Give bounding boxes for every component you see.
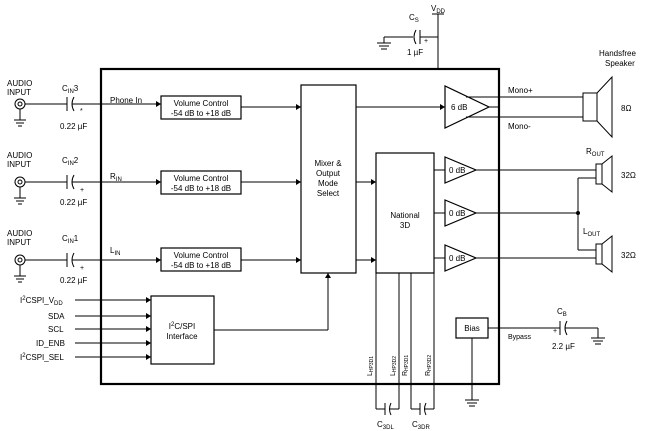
svg-text:SCL: SCL <box>48 325 64 334</box>
svg-text:RIN: RIN <box>110 172 122 183</box>
signal-phone-in: Phone In <box>110 96 142 105</box>
bias-block: Bias <box>455 317 489 339</box>
jack-icon <box>14 176 26 188</box>
i2c-pins: I2CSPI_VDD SDA SCL ID_ENB I2CSPI_SEL <box>20 296 151 362</box>
svg-text:3D: 3D <box>400 221 410 230</box>
headphone-l-icon <box>595 234 613 274</box>
svg-text:-54 dB to +18 dB: -54 dB to +18 dB <box>171 261 231 270</box>
svg-text:Bias: Bias <box>464 324 480 333</box>
svg-text:AUDIO: AUDIO <box>7 151 32 160</box>
svg-text:Volume Control: Volume Control <box>174 99 229 108</box>
svg-text:ROUT: ROUT <box>586 147 605 158</box>
svg-text:RHP3D2: RHP3D2 <box>425 355 433 376</box>
mono-minus-label: Mono- <box>508 122 531 131</box>
svg-text:CIN2: CIN2 <box>62 156 79 167</box>
jack-icon <box>14 98 26 110</box>
svg-text:AUDIO: AUDIO <box>7 229 32 238</box>
amp-mid: 0 dB <box>444 199 478 227</box>
volume-control-2: Volume Control -54 dB to +18 dB <box>160 170 242 195</box>
ground-icon <box>465 399 479 407</box>
input-lin: AUDIO INPUT CIN1 + 0.22 µF LIN <box>7 229 161 285</box>
svg-text:National: National <box>390 211 420 220</box>
svg-text:Mode: Mode <box>318 179 339 188</box>
svg-text:INPUT: INPUT <box>7 238 31 247</box>
svg-text:Mixer &: Mixer & <box>314 159 342 168</box>
svg-text:32Ω: 32Ω <box>621 171 636 180</box>
i2c-spi-interface: I2C/SPI Interface <box>150 295 215 365</box>
mono-amp: 6 dB <box>444 85 491 129</box>
svg-text:I2CSPI_SEL: I2CSPI_SEL <box>20 353 64 362</box>
input-rin: AUDIO INPUT CIN2 + 0.22 µF RIN <box>7 151 161 207</box>
mono-plus-label: Mono+ <box>508 86 533 95</box>
svg-text:0.22 µF: 0.22 µF <box>60 276 87 285</box>
svg-text:-54 dB to +18 dB: -54 dB to +18 dB <box>171 109 231 118</box>
input-phone: AUDIO INPUT CIN3 * 0.22 µF Phone In <box>7 79 161 131</box>
svg-text:INPUT: INPUT <box>7 88 31 97</box>
supply-section: VDD + CS 1 µF <box>377 4 446 69</box>
volume-control-3: Volume Control -54 dB to +18 dB <box>160 247 242 272</box>
svg-text:LHP3D2: LHP3D2 <box>390 356 398 376</box>
hp3d-pins: LHP3D1 LHP3D2 RHP3D1 RHP3D2 C3DL C3DR <box>367 273 435 431</box>
bypass-label: Bypass <box>508 334 531 341</box>
cs-value: 1 µF <box>407 48 423 57</box>
svg-text:RHP3D1: RHP3D1 <box>402 355 410 376</box>
svg-text:Interface: Interface <box>166 332 198 341</box>
svg-text:0.22 µF: 0.22 µF <box>60 198 87 207</box>
headphone-r-icon <box>595 154 613 194</box>
svg-text:Volume Control: Volume Control <box>174 251 229 260</box>
svg-text:32Ω: 32Ω <box>621 251 636 260</box>
svg-text:SDA: SDA <box>48 312 65 321</box>
cs-plus: + <box>424 38 428 45</box>
svg-text:AUDIO: AUDIO <box>7 79 32 88</box>
svg-text:Select: Select <box>317 189 340 198</box>
speaker-icon <box>582 75 613 139</box>
chip-outline <box>99 67 501 386</box>
svg-text:ID_ENB: ID_ENB <box>36 339 65 348</box>
svg-text:LIN: LIN <box>110 246 120 257</box>
jack-icon <box>14 254 26 266</box>
svg-text:LOUT: LOUT <box>583 227 600 238</box>
svg-text:+: + <box>80 187 84 194</box>
svg-text:I2CSPI_VDD: I2CSPI_VDD <box>20 296 63 307</box>
vdd-label: VDD <box>431 4 446 15</box>
svg-text:0 dB: 0 dB <box>449 254 465 263</box>
svg-text:+: + <box>80 265 84 272</box>
cs-label: CS <box>409 13 419 24</box>
svg-text:Speaker: Speaker <box>605 59 635 68</box>
svg-text:I2C/SPI: I2C/SPI <box>169 322 195 331</box>
amp-l: 0 dB <box>444 244 478 272</box>
svg-text:*: * <box>80 108 83 115</box>
mixer-block: Mixer & Output Mode Select <box>300 84 357 274</box>
svg-text:C3DR: C3DR <box>412 420 430 431</box>
svg-text:+: + <box>553 328 557 335</box>
svg-text:2.2 µF: 2.2 µF <box>552 342 575 351</box>
svg-text:Output: Output <box>316 169 341 178</box>
svg-text:-54 dB to +18 dB: -54 dB to +18 dB <box>171 184 231 193</box>
svg-text:Handsfree: Handsfree <box>599 49 636 58</box>
amp-r: 0 dB <box>444 156 478 184</box>
svg-text:CIN3: CIN3 <box>62 84 79 95</box>
svg-text:LHP3D1: LHP3D1 <box>367 356 375 376</box>
svg-text:Volume Control: Volume Control <box>174 174 229 183</box>
svg-text:0 dB: 0 dB <box>449 166 465 175</box>
svg-text:CB: CB <box>557 307 567 318</box>
svg-text:C3DL: C3DL <box>377 420 394 431</box>
svg-text:CIN1: CIN1 <box>62 234 79 245</box>
svg-text:0.22 µF: 0.22 µF <box>60 122 87 131</box>
national-3d-block: National 3D <box>375 152 435 274</box>
volume-control-1: Volume Control -54 dB to +18 dB <box>160 95 242 120</box>
svg-text:INPUT: INPUT <box>7 160 31 169</box>
ground-icon <box>591 337 605 345</box>
svg-text:6 dB: 6 dB <box>451 103 467 112</box>
svg-text:0 dB: 0 dB <box>449 209 465 218</box>
ground-icon <box>377 37 391 50</box>
svg-text:8Ω: 8Ω <box>621 104 631 113</box>
